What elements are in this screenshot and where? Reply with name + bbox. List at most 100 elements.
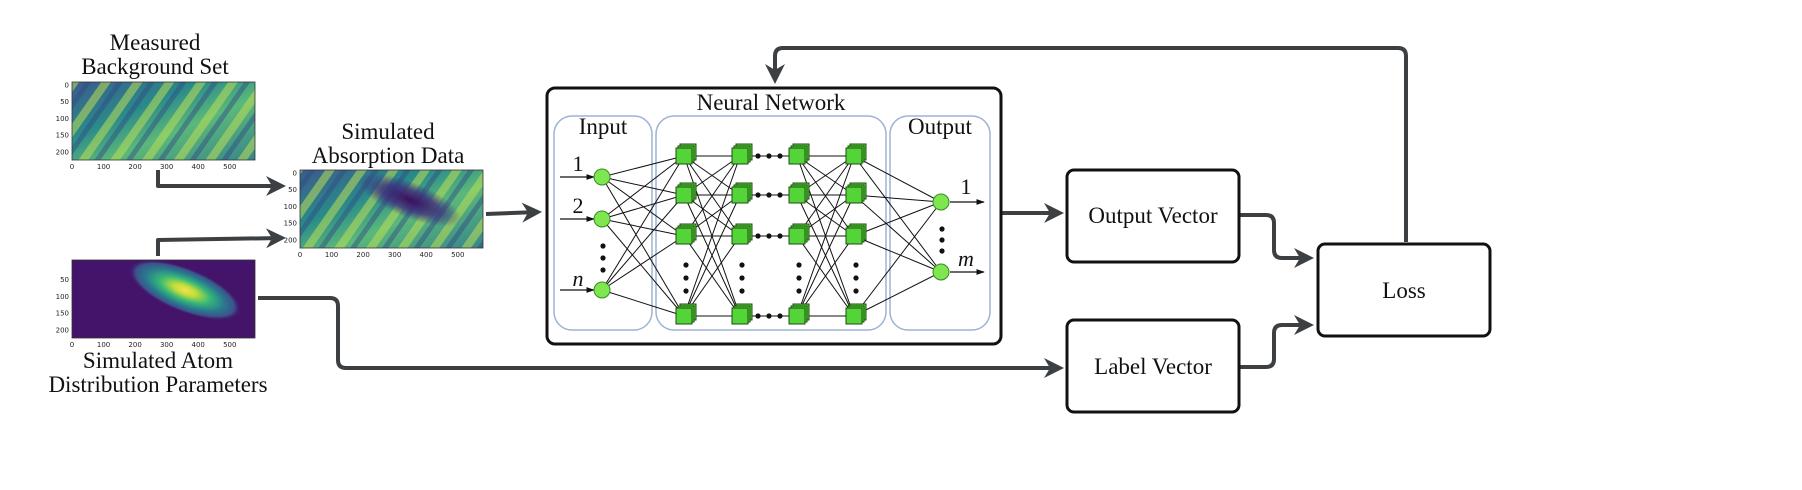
connection-edge [683,235,741,317]
absorption-ytick-label: 100 [284,203,297,211]
arrow-output-vector-to-loss [1240,213,1314,268]
connection-edge [853,201,942,237]
ellipsis-dot [766,153,772,159]
ellipsis-dot [755,233,761,239]
atom-title-line1: Simulated Atom [83,348,233,373]
ellipsis-dot [853,275,859,281]
hidden-neuron-cube [845,143,867,165]
input-node-label-1: 1 [573,151,584,176]
hidden-neuron-cube [731,223,753,245]
background-xtick-label: 100 [97,163,110,171]
connection-edge [601,194,685,220]
connection-edge [853,155,942,273]
atom-xtick-label: 100 [97,341,110,349]
loss-box: Loss [1316,242,1492,338]
connection-edge [601,218,685,237]
atom-ytick-label: 200 [56,326,69,334]
input-layer-label: Input [579,114,628,139]
hidden-neuron-cube [788,303,810,325]
connection-edge [683,194,741,317]
output-node-label-1: 1 [961,174,972,199]
arrow-atom-to-label-vector [258,296,1064,378]
background-xtick-label: 400 [192,163,205,171]
absorption-xtick-label: 100 [325,251,338,259]
ellipsis-dot [755,192,761,198]
ellipsis-dot [777,153,783,159]
hidden-neuron-cube [675,303,697,325]
network-title: Neural Network [697,90,846,115]
absorption-xtick-label: 300 [388,251,401,259]
output-arrows [950,199,985,275]
arrow-label-vector-to-loss [1240,315,1314,369]
ellipsis-dot [777,192,783,198]
ellipsis-dot [796,275,802,281]
atom-xtick-label: 200 [128,341,141,349]
background-heatmap [71,81,256,161]
ellipsis-dot [755,313,761,319]
background-xtick-label: 200 [128,163,141,171]
connection-edge [683,155,741,237]
hidden-neuron-cube [788,143,810,165]
input-arrows [560,174,595,293]
absorption-title-line1: Simulated [341,119,435,144]
ellipsis-dot [777,233,783,239]
output-neuron [932,263,950,281]
background-xtick-label: 300 [160,163,173,171]
ellipsis-dot [755,153,761,159]
hidden-neurons [675,143,867,325]
connection-edge [796,235,855,317]
connection-edge [796,194,855,317]
arrow-atom-to-absorption [156,228,286,256]
ellipsis-dot [739,275,745,281]
ellipsis-dot [766,192,772,198]
ellipsis-dot [600,255,606,261]
connection-edge [601,194,685,291]
absorption-xtick-label: 500 [451,251,464,259]
input-neuron [593,281,611,299]
hidden-neuron-cube [675,223,697,245]
background-ytick-label: 50 [60,98,69,106]
hidden-neuron-cube [675,143,697,165]
input-neuron [593,168,611,186]
absorption-xtick-label: 400 [420,251,433,259]
absorption-ytick-label: 200 [284,236,297,244]
ellipsis-dot [853,288,859,294]
connection-edge [853,155,942,203]
atom-ytick-label: 50 [60,276,69,284]
connection-edge [601,155,685,220]
atom-xtick-label: 500 [223,341,236,349]
connection-edge [796,155,855,317]
ellipsis-dot [739,288,745,294]
absorption-ytick-label: 50 [288,186,297,194]
connection-edge [853,235,942,273]
connection-edge [853,194,942,273]
network-connections [601,155,942,317]
connection-edge [683,155,741,317]
io-neurons [593,168,950,299]
background-title-line2: Background Set [81,54,229,79]
arrow-loss-feedback-to-network [765,46,1408,242]
output-layer-label: Output [908,114,973,139]
flow-arrows [156,46,1408,378]
atom-title-line2: Distribution Parameters [48,372,267,397]
ellipsis-dot [939,237,945,243]
output-node-label-m: m [958,246,974,271]
neural-network-block: Neural Network Input Output 1 2 n 1 m [545,86,1003,346]
loss-label: Loss [1382,278,1426,303]
hidden-neuron-cube [731,143,753,165]
connection-edge [601,176,685,196]
arrow-absorption-to-network [485,202,542,223]
absorption-title-line2: Absorption Data [312,143,465,168]
output-layer-panel [889,115,991,331]
output-vector-box: Output Vector [1065,168,1241,264]
input-node-label-2: 2 [573,193,584,218]
atom-ytick-label: 150 [56,310,69,318]
output-vector-label: Output Vector [1088,203,1218,228]
atom-heatmap [71,259,256,339]
absorption-heatmap [299,169,484,249]
ellipsis-dot [683,262,689,268]
